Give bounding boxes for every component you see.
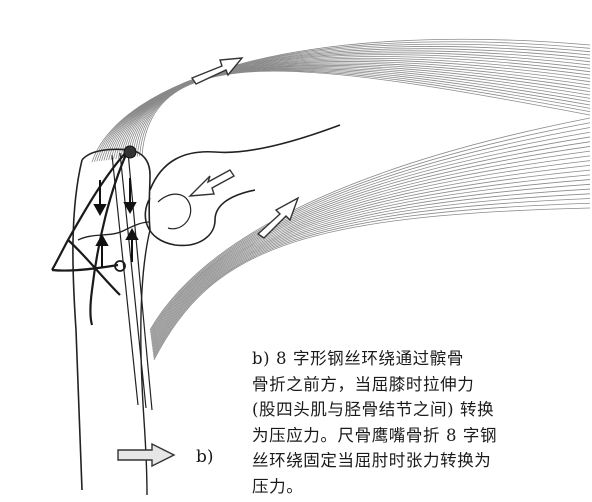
muscle-fiber — [153, 198, 591, 358]
compression-arrows — [93, 178, 139, 268]
arrow-lower-muscle — [256, 196, 300, 239]
muscle-pull-arrows — [188, 57, 300, 239]
caption-line: b) 8 字形钢丝环绕通过髌骨 — [252, 349, 464, 368]
muscle-fiber — [134, 68, 591, 157]
muscle-fiber — [149, 117, 591, 331]
muscle-fiber — [136, 69, 591, 157]
muscle-fiber — [141, 70, 591, 157]
muscle-fiber — [103, 50, 591, 161]
condyle-inner — [157, 193, 192, 230]
tension-band-wire — [51, 149, 130, 326]
trochlea-outline — [144, 189, 256, 247]
muscle-fiber — [150, 127, 591, 334]
muscle-fiber — [127, 66, 591, 158]
figure-caption: b) 8 字形钢丝环绕通过髌骨 骨折之前方，当屈膝时拉伸力 (股四头肌与胫骨结节… — [252, 346, 582, 499]
muscle-fiber — [150, 131, 591, 335]
muscle-fiber — [150, 141, 591, 339]
muscle-fiber — [124, 64, 591, 159]
arrow-joint — [188, 169, 236, 197]
muscle-fiber — [91, 38, 591, 163]
muscle-fiber — [98, 46, 591, 162]
humerus-outline — [149, 124, 341, 191]
caption-line: 压力。 — [252, 476, 304, 496]
arrow-upper-muscle — [190, 57, 244, 85]
muscle-fiber — [149, 122, 591, 332]
muscle-fiber — [113, 57, 591, 160]
muscle-fiber — [132, 67, 591, 158]
muscle-fiber — [110, 56, 591, 160]
muscle-fiber — [151, 160, 591, 345]
caption-line: (股四头肌与胫骨结节之间) 转换 — [252, 400, 495, 419]
muscle-fiber — [151, 155, 591, 343]
muscle-fiber — [139, 70, 591, 157]
caption-line: 骨折之前方，当屈膝时拉伸力 — [252, 374, 475, 394]
muscle-fiber — [152, 174, 591, 350]
muscle-fiber — [150, 136, 591, 337]
muscle-fiber — [105, 52, 591, 161]
figure-label: b) — [196, 447, 214, 467]
muscle-fiber — [129, 67, 591, 158]
muscle-fiber — [150, 146, 591, 340]
muscle-fiber — [108, 54, 591, 161]
upper-muscle-fibers — [91, 38, 591, 163]
muscle-fiber — [152, 183, 591, 353]
muscle-fiber — [122, 63, 591, 159]
fracture-line — [77, 221, 151, 241]
muscle-fiber — [120, 62, 591, 159]
k-wires — [111, 151, 153, 411]
muscle-fiber — [151, 164, 591, 346]
wire-loop-right — [114, 260, 126, 272]
lower-muscle-fibers — [149, 117, 591, 361]
wire-loop-top — [123, 145, 137, 159]
muscle-fiber — [94, 41, 591, 162]
olecranon-outline — [81, 148, 151, 231]
ulna-left-edge — [72, 159, 83, 491]
muscle-fiber — [151, 169, 591, 348]
caption-line: 丝环绕固定当屈肘时张力转换为 — [252, 451, 492, 470]
muscle-fiber — [151, 150, 591, 342]
muscle-fiber — [152, 179, 591, 351]
figure-pointer-arrow — [117, 442, 176, 468]
muscle-fiber — [96, 43, 591, 162]
muscle-fiber — [101, 48, 591, 161]
muscle-fiber — [117, 61, 591, 159]
muscle-fiber — [152, 188, 591, 354]
muscle-fiber — [153, 193, 591, 356]
muscle-fiber — [153, 207, 591, 361]
muscle-fiber — [115, 59, 591, 160]
muscle-fiber — [153, 202, 591, 359]
ulna-right-edge — [140, 229, 151, 496]
caption-line: 为压应力。尺骨鹰嘴骨折 8 字钢 — [252, 425, 498, 445]
